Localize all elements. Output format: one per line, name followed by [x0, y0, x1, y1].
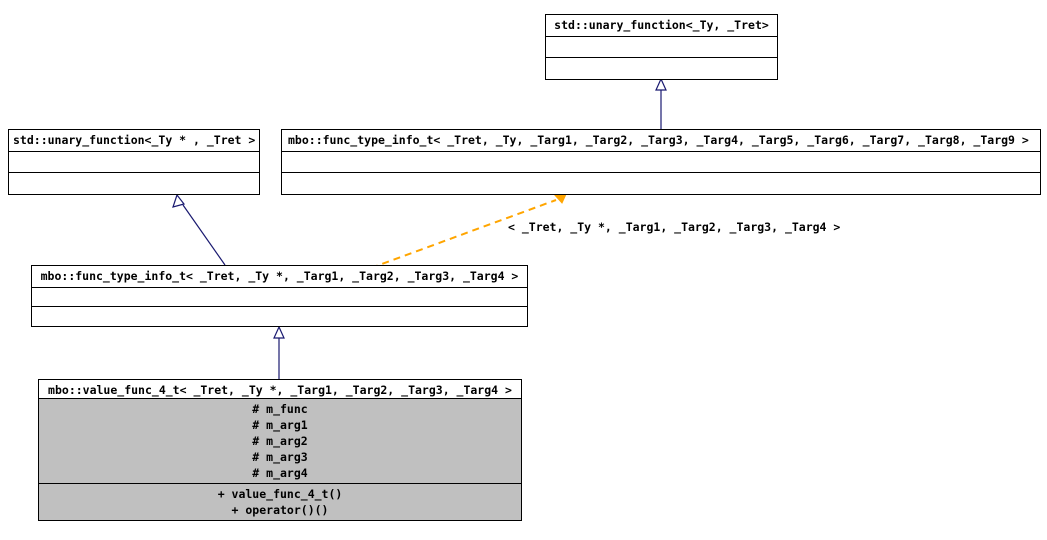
class-attribute-row: # m_arg1 — [252, 418, 308, 432]
hollow-triangle-arrowhead-icon — [655, 77, 667, 91]
class-attributes-compartment — [9, 150, 259, 172]
class-box-mbo-func-type-info-t-9[interactable]: mbo::func_type_info_t< _Tret, _Ty, _Targ… — [281, 129, 1041, 195]
class-box-std-unary-function-ty-tret[interactable]: std::unary_function<_Ty, _Tret> — [545, 14, 778, 80]
edge-inheritance-4args — [172, 193, 226, 266]
class-operations-compartment: + value_func_4_t() + operator()() — [39, 483, 521, 520]
class-operations-compartment — [9, 172, 259, 194]
class-title: std::unary_function<_Ty * , _Tret > — [9, 130, 259, 151]
class-box-mbo-value-func-4-t[interactable]: mbo::value_func_4_t< _Tret, _Ty *, _Targ… — [38, 379, 522, 521]
edge-line — [182, 204, 226, 266]
class-attribute-row: # m_arg2 — [252, 434, 308, 448]
template-binding-label: < _Tret, _Ty *, _Targ1, _Targ2, _Targ3, … — [508, 220, 841, 234]
class-box-std-unary-function-typtr-tret[interactable]: std::unary_function<_Ty * , _Tret > — [8, 129, 260, 195]
hollow-triangle-arrowhead-icon — [172, 193, 186, 208]
class-title: mbo::value_func_4_t< _Tret, _Ty *, _Targ… — [39, 380, 521, 398]
class-attribute-row: # m_func — [252, 402, 308, 416]
class-attributes-compartment — [282, 150, 1040, 172]
class-title: mbo::func_type_info_t< _Tret, _Ty *, _Ta… — [32, 266, 527, 287]
class-title: mbo::func_type_info_t< _Tret, _Ty, _Targ… — [282, 130, 1040, 151]
class-operations-compartment — [32, 306, 527, 326]
class-attribute-row: # m_arg4 — [252, 466, 308, 480]
class-operations-compartment — [282, 172, 1040, 194]
class-attributes-compartment: # m_func # m_arg1 # m_arg2 # m_arg3 # m_arg4 — [39, 398, 521, 483]
class-operations-compartment — [546, 57, 777, 79]
class-box-mbo-func-type-info-t-4[interactable]: mbo::func_type_info_t< _Tret, _Ty *, _Ta… — [31, 265, 528, 327]
edge-inheritance-9args — [655, 77, 667, 129]
hollow-triangle-arrowhead-icon — [273, 325, 285, 339]
class-attributes-compartment — [546, 35, 777, 57]
class-operation-row: + operator()() — [231, 503, 329, 517]
edge-line-dashed — [370, 199, 557, 269]
edge-inheritance-value-func — [273, 325, 285, 379]
class-operation-row: + value_func_4_t() — [217, 487, 343, 501]
class-attributes-compartment — [32, 286, 527, 306]
class-title: std::unary_function<_Ty, _Tret> — [546, 15, 777, 36]
class-attribute-row: # m_arg3 — [252, 450, 308, 464]
